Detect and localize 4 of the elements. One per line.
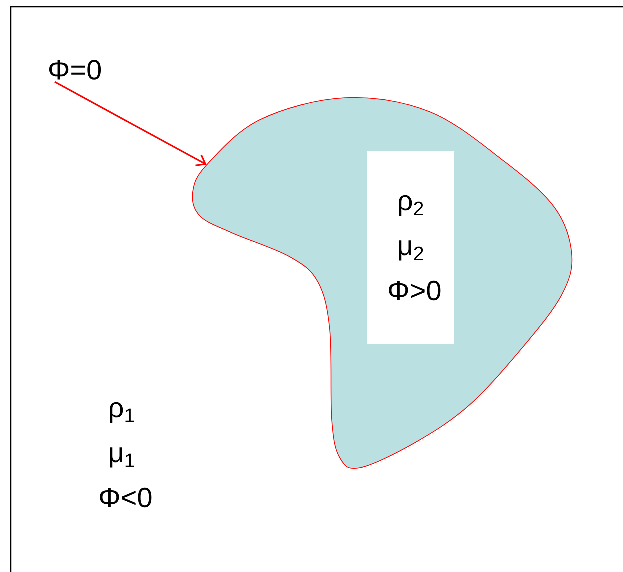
boundary-label: Φ=0 [49,60,102,80]
region-label: ρ$_{1}$ μ$_{1}$ Φ<0 [100,402,152,508]
arrow [54,81,207,166]
text-box: ρ$_{2}$ μ$_{2}$ Φ>0 [368,152,454,344]
